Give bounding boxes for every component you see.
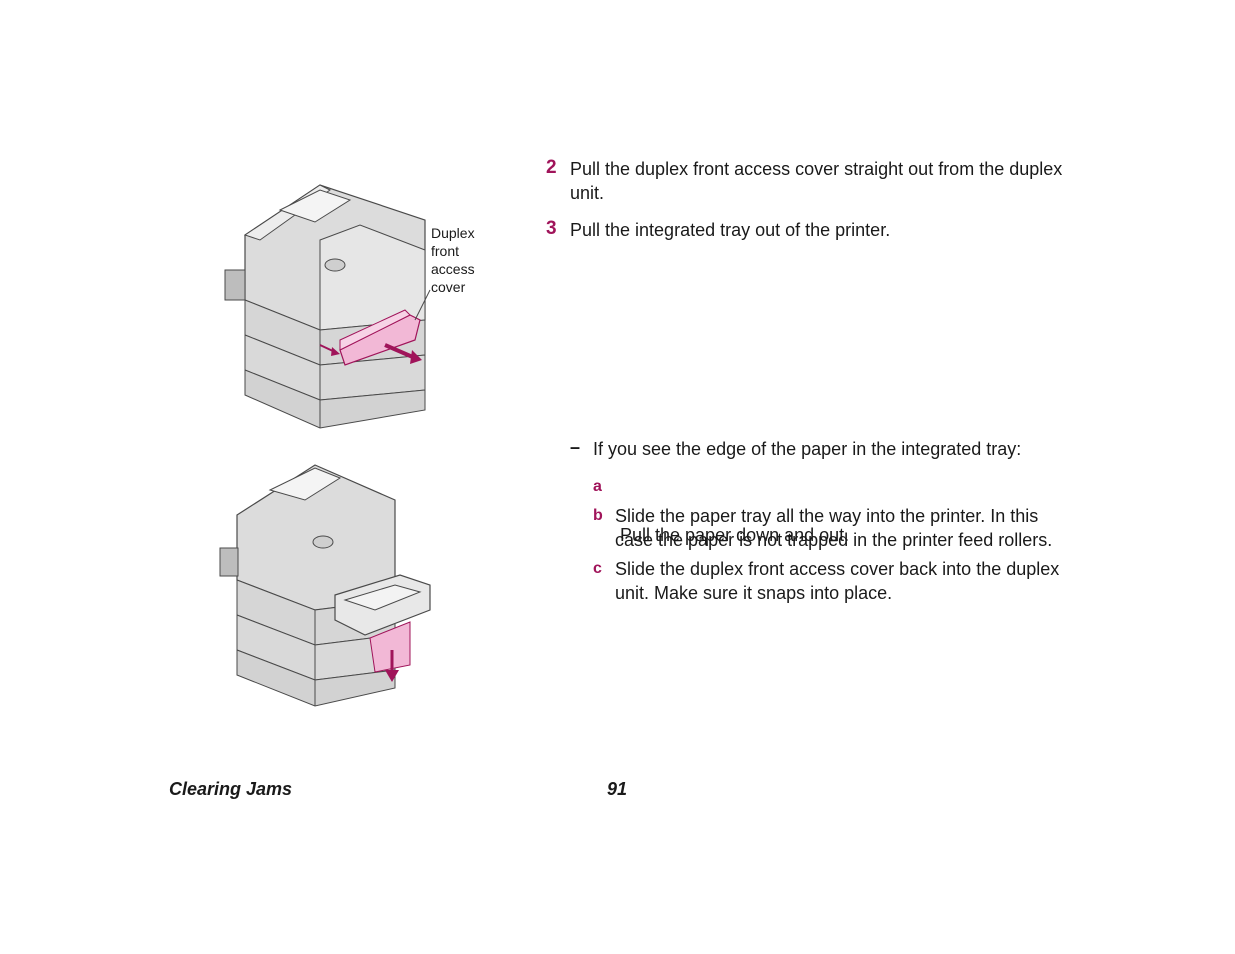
item-text-line: case the paper is not trapped in the pri… (615, 530, 1053, 550)
item-text-line: Pull the paper down and out. (615, 525, 850, 545)
dash-bullet: – (570, 437, 581, 457)
callout-line: cover (431, 279, 466, 295)
sub-instruction-text: If you see the edge of the paper in the … (593, 439, 1022, 459)
footer-page-number: 91 (607, 779, 628, 799)
printer-tray-illustration (219, 464, 431, 707)
item-text: Slide the duplex front access cover back… (615, 557, 1095, 605)
step-text: Pull the integrated tray out of the prin… (570, 220, 891, 240)
item-text-line: Slide the paper tray all the way into th… (615, 506, 1039, 526)
callout-line: Duplex (431, 225, 475, 241)
item-letter: a (593, 478, 602, 495)
item-text-line: unit. Make sure it snaps into place. (615, 583, 893, 603)
item-text: Pull the paper down and out. (615, 475, 1095, 595)
callout-line: front (431, 243, 460, 259)
footer-section-title: Clearing Jams (169, 779, 293, 799)
callout-duplex-front-access-cover: Duplex front access cover (431, 224, 475, 296)
item-text: Slide the paper tray all the way into th… (615, 504, 1095, 552)
printer-duplex-illustration (224, 184, 431, 429)
step-number: 2 (546, 157, 557, 178)
step-text-line: Pull the duplex front access cover strai… (570, 159, 1063, 179)
callout-line: access (431, 261, 475, 277)
item-letter: c (593, 560, 602, 577)
step-number: 3 (546, 218, 557, 239)
step-text-line: unit. (570, 183, 605, 203)
item-letter: b (593, 507, 603, 524)
item-text-line: Slide the duplex front access cover back… (615, 559, 1060, 579)
step-text: Pull the duplex front access cover strai… (570, 157, 1090, 205)
